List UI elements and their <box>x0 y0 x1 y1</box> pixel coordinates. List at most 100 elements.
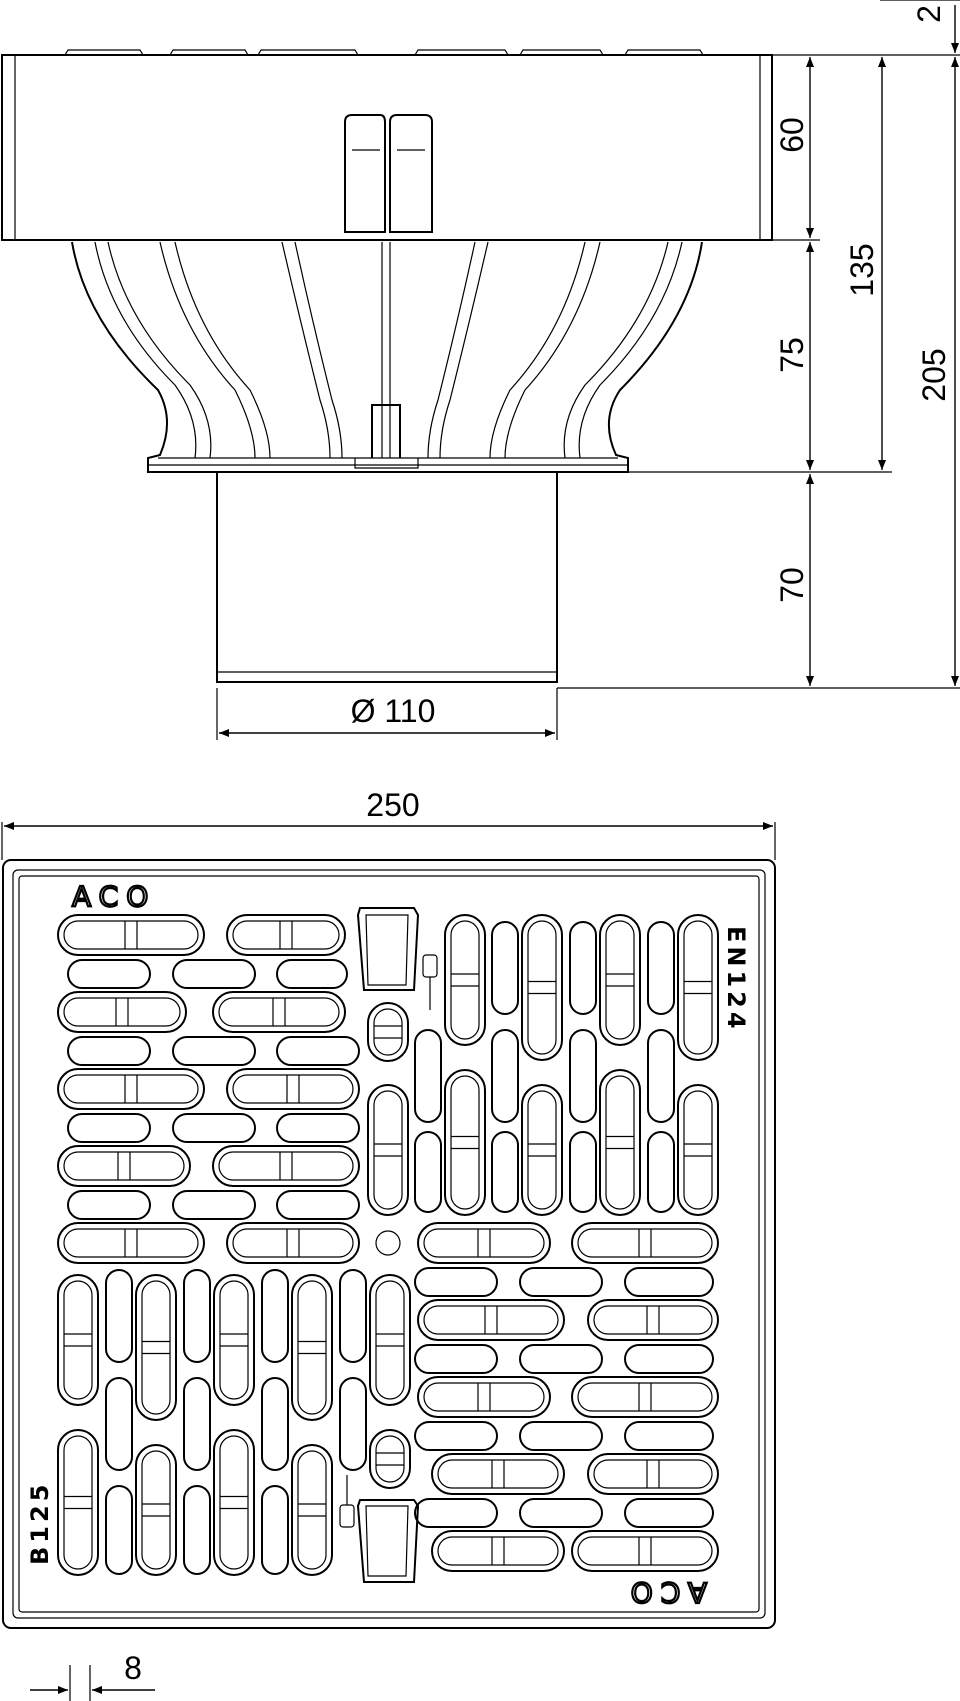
grate-slot <box>276 1036 360 1066</box>
dim-upper-total: 135 <box>844 243 880 296</box>
grate-slot <box>519 1344 603 1374</box>
grate-slot <box>67 1036 151 1066</box>
dim-frame-flange: 8 <box>124 1650 142 1686</box>
dim-body-height: 75 <box>774 337 810 373</box>
grate-slot <box>261 1377 289 1471</box>
grate-slot <box>57 914 205 956</box>
grate-slot <box>339 1269 367 1363</box>
locking-clip-top <box>356 907 438 1010</box>
grate-slot <box>414 1421 498 1451</box>
grate-slot <box>677 914 719 1061</box>
grate-slot <box>599 1069 641 1216</box>
grate-slot <box>57 1274 99 1406</box>
height-dimensions: 2 60 75 70 135 205 <box>557 0 960 689</box>
grate-slot <box>67 959 151 989</box>
grate-slot <box>291 1444 333 1576</box>
grate-slot <box>431 1530 565 1572</box>
grate-slot <box>105 1485 133 1575</box>
grate-frame-outer <box>2 859 776 1629</box>
grate-slot <box>276 959 348 989</box>
grate-slot <box>172 1113 256 1143</box>
grate-slot <box>491 1029 519 1123</box>
grate-slot <box>587 1453 719 1495</box>
grate-slot <box>276 1190 360 1220</box>
aco-logo-bottom: ACO <box>623 1576 707 1609</box>
grate-slot <box>521 914 563 1061</box>
dim-top-offset: 2 <box>911 5 947 23</box>
frame-clip <box>344 114 433 233</box>
aco-logo-top: ACO <box>72 880 156 913</box>
grate-slot <box>213 1274 255 1406</box>
grate-slot <box>57 1068 205 1110</box>
grate-slot <box>105 1377 133 1471</box>
grate-slot <box>291 1274 333 1421</box>
grate-slot <box>599 914 641 1046</box>
grate-slot <box>444 1069 486 1216</box>
grate-slot <box>57 1222 205 1264</box>
grate-slot <box>414 1498 498 1528</box>
grate-slot <box>369 1274 411 1406</box>
grate-slot <box>414 1131 442 1213</box>
grate-slot <box>647 1131 675 1213</box>
grate-slot <box>417 1222 551 1264</box>
grate-slot <box>571 1376 719 1418</box>
grate-slot <box>569 921 597 1015</box>
grate-slot <box>521 1084 563 1216</box>
load-class-marking: B125 <box>26 1481 54 1565</box>
grate-slot <box>57 1145 191 1187</box>
grate-slot <box>276 1113 360 1143</box>
grate-slot <box>226 914 346 956</box>
grate-slot <box>624 1267 714 1297</box>
dim-grate-width: 250 <box>366 787 419 823</box>
grate-slot <box>367 1002 409 1062</box>
grate-slot <box>519 1498 603 1528</box>
grate-slot <box>414 1344 498 1374</box>
grate-slot <box>417 1376 551 1418</box>
grate-slot <box>414 1267 498 1297</box>
grate-slot <box>587 1299 719 1341</box>
dim-overall-height: 205 <box>916 348 952 401</box>
grate-slot <box>172 1190 256 1220</box>
outlet-pipe <box>216 471 558 683</box>
grate-slot <box>569 1029 597 1123</box>
grate-slot <box>172 1036 256 1066</box>
grate-slot <box>491 1131 519 1213</box>
side-view: 2 60 75 70 135 205 Ø 110 <box>1 0 960 740</box>
standard-marking: EN124 <box>722 926 750 1033</box>
grate-slot <box>172 959 256 989</box>
grate-slot <box>105 1269 133 1363</box>
gully-body <box>71 241 703 473</box>
grate-slot <box>367 1084 409 1216</box>
grate-slot <box>135 1444 177 1576</box>
locking-clip-bottom <box>339 1475 420 1583</box>
grate-slot <box>417 1299 565 1341</box>
grate-slot <box>226 1222 360 1264</box>
grate-slot <box>624 1421 714 1451</box>
grate-slot <box>647 1029 675 1123</box>
grate-slot <box>431 1453 565 1495</box>
grate-frame-inner <box>12 869 766 1619</box>
grate-slot <box>571 1530 719 1572</box>
grate-slot <box>67 1113 151 1143</box>
grate-slot <box>183 1269 211 1363</box>
grate-slot <box>339 1377 367 1471</box>
grate-slot <box>135 1274 177 1421</box>
grate-slot <box>624 1498 714 1528</box>
grate-slot <box>444 914 486 1046</box>
grate-slot <box>213 1429 255 1576</box>
dim-frame-height: 60 <box>774 117 810 153</box>
grate-slot <box>57 1429 99 1576</box>
grate-slot <box>67 1190 151 1220</box>
center-hole <box>375 1230 401 1256</box>
grate-slot <box>414 1029 442 1123</box>
grate-slot <box>647 921 675 1015</box>
grate-slot <box>212 991 346 1033</box>
grate-slot <box>519 1421 603 1451</box>
grate-plan-view: 250 ACO ACO EN124 B125 <box>1 787 776 1701</box>
dim-outlet-height: 70 <box>774 567 810 603</box>
grate-slot <box>677 1084 719 1216</box>
width-dimension: 250 <box>1 787 776 860</box>
dim-outlet-diameter: Ø 110 <box>351 693 436 729</box>
flange-dimension: 8 <box>30 1650 155 1701</box>
grate-slot <box>519 1267 603 1297</box>
